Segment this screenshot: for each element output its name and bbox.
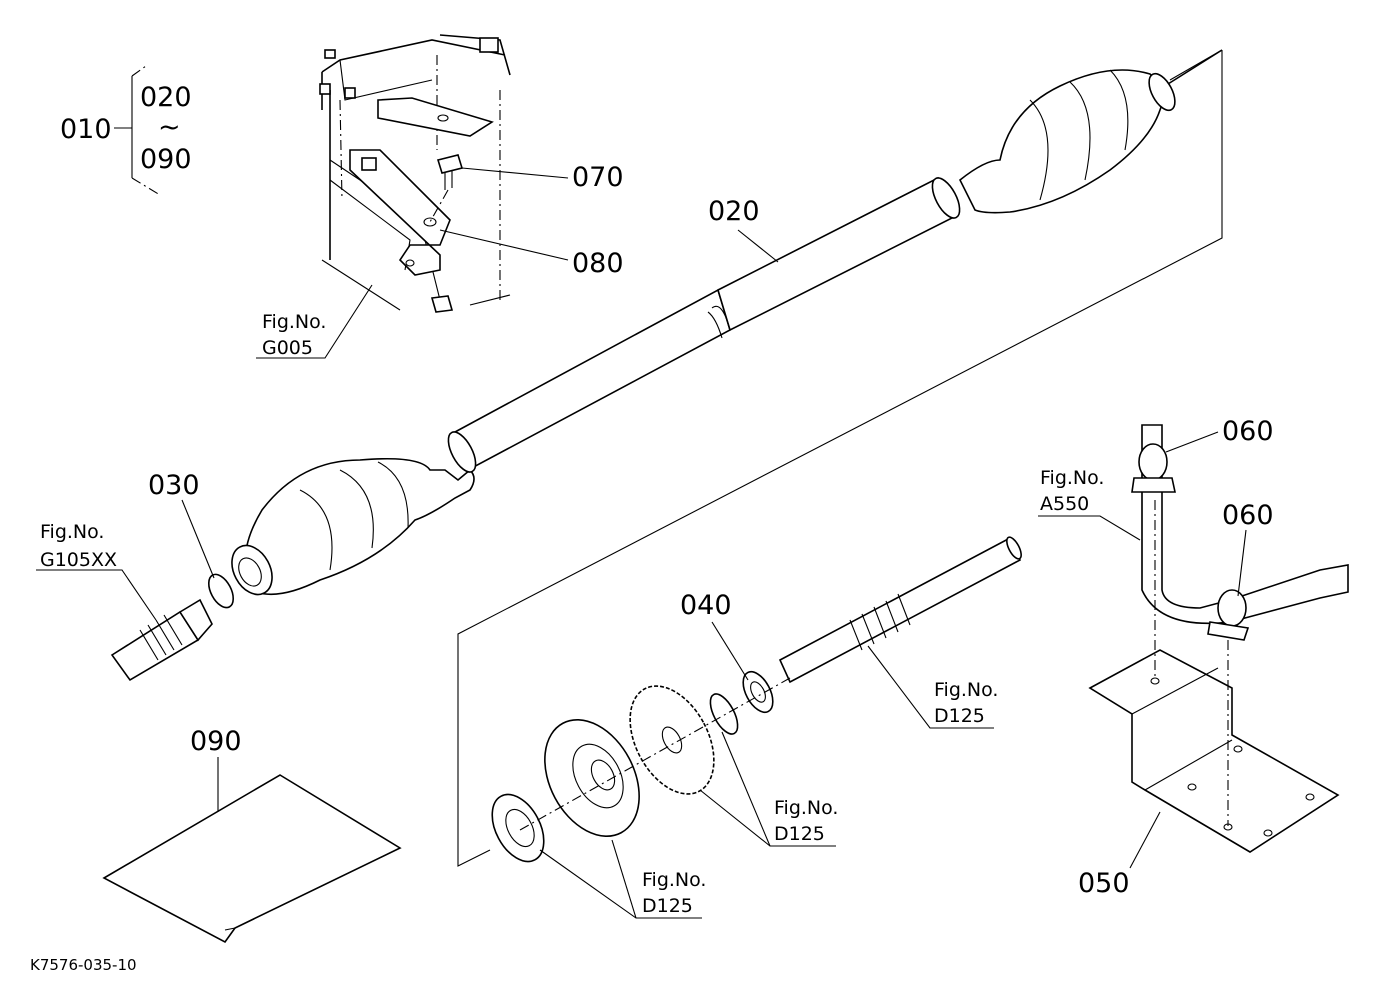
fig-ref-g105xx-label: Fig.No. xyxy=(40,521,104,543)
frame-assembly-drawing xyxy=(319,34,511,313)
part-label-060-lower: 060 xyxy=(1222,500,1274,531)
group-from-label: 020 xyxy=(140,82,192,113)
fig-ref-d125-bottom-code: D125 xyxy=(642,895,693,917)
gear-assembly-drawing xyxy=(491,536,1022,863)
o-ring-and-spline-drawing xyxy=(110,573,235,682)
fig-ref-g005-label: Fig.No. xyxy=(262,311,326,333)
group-to-label: 090 xyxy=(140,144,192,175)
pipe-bracket-drawing xyxy=(1088,424,1349,853)
group-tilde-label: ~ xyxy=(158,112,181,143)
part-label-050: 050 xyxy=(1078,868,1130,899)
part-labels: 010 020 ~ 090 070 080 020 030 040 060 06… xyxy=(60,82,1274,899)
fig-ref-g005-code: G005 xyxy=(262,337,313,359)
fig-ref-d125-mid-label: Fig.No. xyxy=(774,797,838,819)
fig-ref-a550-code: A550 xyxy=(1040,493,1089,515)
instruction-sheet-drawing xyxy=(102,774,402,944)
fig-ref-d125-mid-code: D125 xyxy=(774,823,825,845)
part-label-080: 080 xyxy=(572,248,624,279)
fig-ref-d125-top-label: Fig.No. xyxy=(934,679,998,701)
fig-ref-d125-bottom-label: Fig.No. xyxy=(642,869,706,891)
fig-ref-a550-label: Fig.No. xyxy=(1040,467,1104,489)
drive-shaft-drawing xyxy=(231,49,1223,867)
figure-references: Fig.No. G005 Fig.No. G105XX Fig.No. A550… xyxy=(40,311,1104,917)
drawing-code: K7576-035-10 xyxy=(30,956,137,974)
group-parent-label: 010 xyxy=(60,114,112,145)
part-label-060-upper: 060 xyxy=(1222,416,1274,447)
leader-lines xyxy=(36,65,1247,919)
part-label-030: 030 xyxy=(148,470,200,501)
fig-ref-g105xx-code: G105XX xyxy=(40,549,117,571)
part-label-040: 040 xyxy=(680,590,732,621)
part-label-070: 070 xyxy=(572,162,624,193)
part-label-020: 020 xyxy=(708,196,760,227)
part-label-090: 090 xyxy=(190,726,242,757)
fig-ref-d125-top-code: D125 xyxy=(934,705,985,727)
